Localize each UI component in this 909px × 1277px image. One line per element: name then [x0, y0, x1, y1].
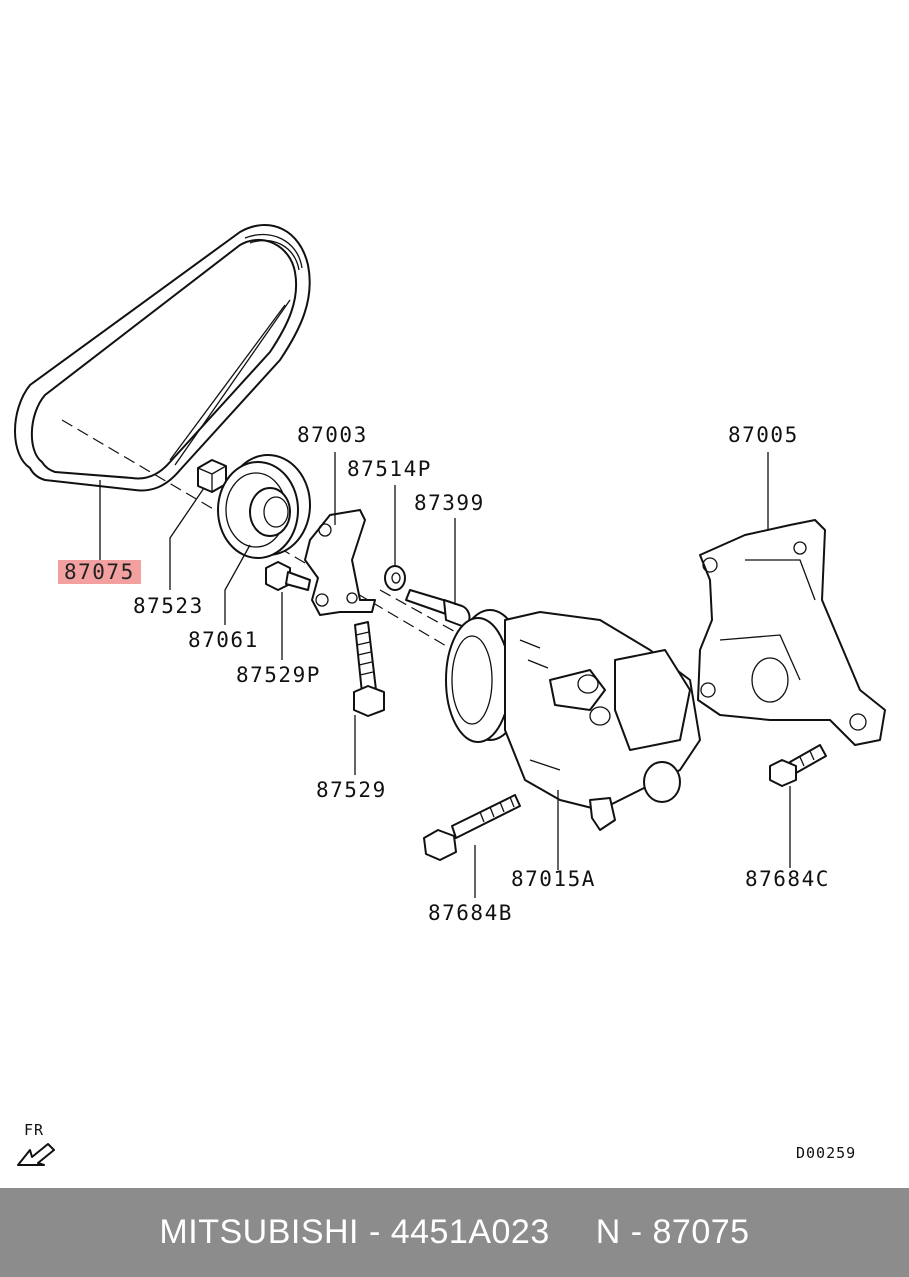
- diagram-code: D00259: [796, 1144, 857, 1162]
- part-label-87529[interactable]: 87529: [316, 778, 387, 802]
- part-label-87015A[interactable]: 87015A: [511, 867, 596, 891]
- bracket-87003[interactable]: [304, 509, 376, 616]
- parts-diagram: 87075 87523 87061 87529P 87529 87003 875…: [14, 223, 886, 1166]
- washer-87514P[interactable]: [384, 565, 406, 591]
- leader-87523: [169, 487, 205, 590]
- mounting-bracket-87005[interactable]: [697, 519, 886, 746]
- part-label-87003[interactable]: 87003: [297, 423, 368, 447]
- bolt-87399[interactable]: [405, 589, 471, 627]
- bolt-87529[interactable]: [353, 621, 385, 717]
- ac-compressor-87015A[interactable]: [445, 609, 701, 831]
- part-label-87399[interactable]: 87399: [414, 491, 485, 515]
- bolt-87529P[interactable]: [265, 561, 311, 591]
- part-label-87061[interactable]: 87061: [188, 628, 259, 652]
- front-direction-label: FR: [24, 1121, 45, 1139]
- part-label-87075[interactable]: 87075: [58, 560, 141, 584]
- drive-belt[interactable]: [14, 223, 311, 492]
- part-label-87514P[interactable]: 87514P: [347, 457, 432, 481]
- part-label-87523[interactable]: 87523: [133, 594, 204, 618]
- part-label-87005[interactable]: 87005: [728, 423, 799, 447]
- footer-bar: MITSUBISHI - 4451A023 N - 87075: [0, 1188, 909, 1277]
- part-label-87684C[interactable]: 87684C: [745, 867, 830, 891]
- footer-brand-part-number: MITSUBISHI - 4451A023: [159, 1213, 550, 1251]
- front-arrow-icon: [17, 1143, 55, 1166]
- part-label-87529P[interactable]: 87529P: [236, 663, 321, 687]
- idler-pulley-87061[interactable]: [217, 454, 311, 559]
- leader-87061: [224, 544, 251, 625]
- footer-reference-number: N - 87075: [595, 1213, 750, 1251]
- part-label-87684B[interactable]: 87684B: [428, 901, 513, 925]
- bolt-87684C[interactable]: [769, 744, 827, 787]
- exploded-view-drawing: [14, 223, 886, 1166]
- bolt-87684B[interactable]: [423, 794, 521, 861]
